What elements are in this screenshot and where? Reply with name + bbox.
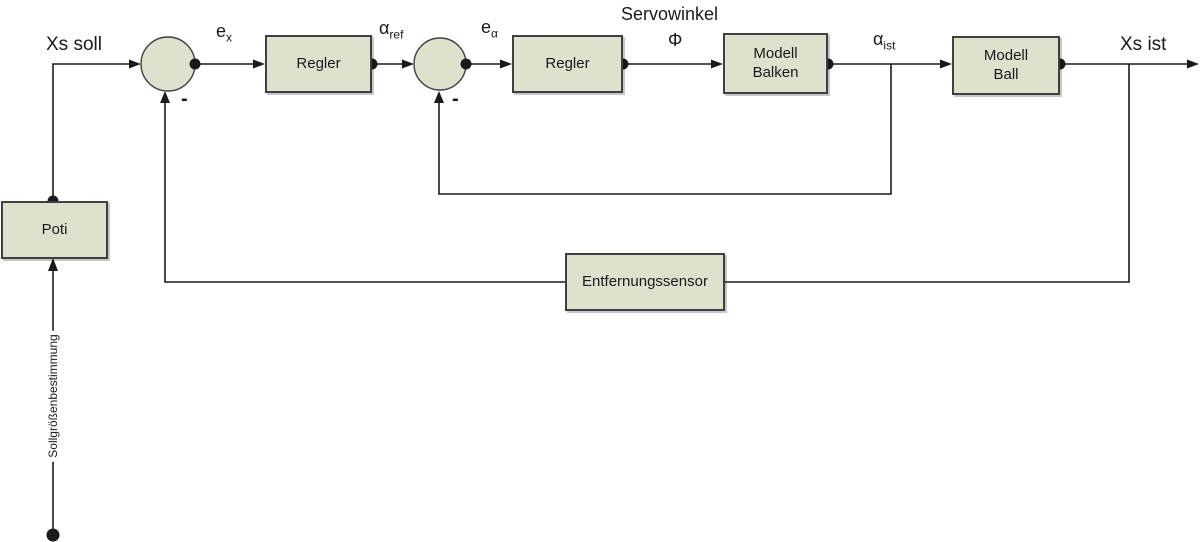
minus-sign-sum1: - <box>181 88 188 110</box>
block-modell-balken: Modell Balken <box>723 33 828 94</box>
junction-dot-sum1-output <box>189 58 201 70</box>
wire-inner-feedback <box>438 64 892 195</box>
block-regler-1-label: Regler <box>296 54 341 72</box>
arrowhead-output <box>1187 59 1199 69</box>
label-alpha-ref: αref <box>379 18 404 42</box>
block-modell-balken-label-line2: Balken <box>752 63 799 81</box>
junction-dot-sum2-output <box>460 58 472 70</box>
block-modell-ball-label-line2: Ball <box>993 65 1019 83</box>
block-entfernungssensor: Entfernungssensor <box>565 253 725 311</box>
arrowhead-into-sum1 <box>129 59 141 69</box>
block-regler-2-label: Regler <box>545 54 590 72</box>
label-sollgroessenbestimmung: Sollgrößenbestimmung <box>46 330 60 462</box>
block-poti: Poti <box>1 201 108 259</box>
label-phi: Φ <box>668 30 683 50</box>
label-e-x: ex <box>216 21 233 45</box>
arrowhead-into-ball <box>940 59 952 69</box>
label-e-alpha: eα <box>481 17 498 41</box>
arrowhead-inner-feedback <box>434 91 444 103</box>
block-modell-balken-label-line1: Modell <box>753 45 798 63</box>
arrowhead-outer-feedback <box>160 91 170 103</box>
wire-outer-feedback <box>164 64 1130 283</box>
block-entfernungssensor-label: Entfernungssensor <box>582 272 708 290</box>
wire-poti-to-sum1 <box>52 63 131 201</box>
block-modell-ball-label-line1: Modell <box>983 47 1029 65</box>
minus-sign-sum2: - <box>452 88 459 110</box>
block-poti-label: Poti <box>41 220 68 238</box>
arrowhead-into-poti <box>48 258 58 271</box>
summing-junction-2 <box>413 37 467 91</box>
label-xs-ist: Xs ist <box>1120 34 1167 55</box>
label-servowinkel: Servowinkel <box>621 4 719 24</box>
block-regler-2: Regler <box>512 35 623 93</box>
arrowhead-into-sum2 <box>402 59 414 69</box>
label-xs-soll: Xs soll <box>46 34 102 55</box>
arrowhead-into-balken <box>711 59 723 69</box>
block-regler-1: Regler <box>265 35 372 93</box>
block-modell-ball: Modell Ball <box>952 36 1060 95</box>
label-alpha-ist: αist <box>873 29 896 53</box>
arrowhead-into-regler1 <box>253 59 265 69</box>
arrowhead-into-regler2 <box>500 59 512 69</box>
summing-junction-1 <box>140 36 196 92</box>
